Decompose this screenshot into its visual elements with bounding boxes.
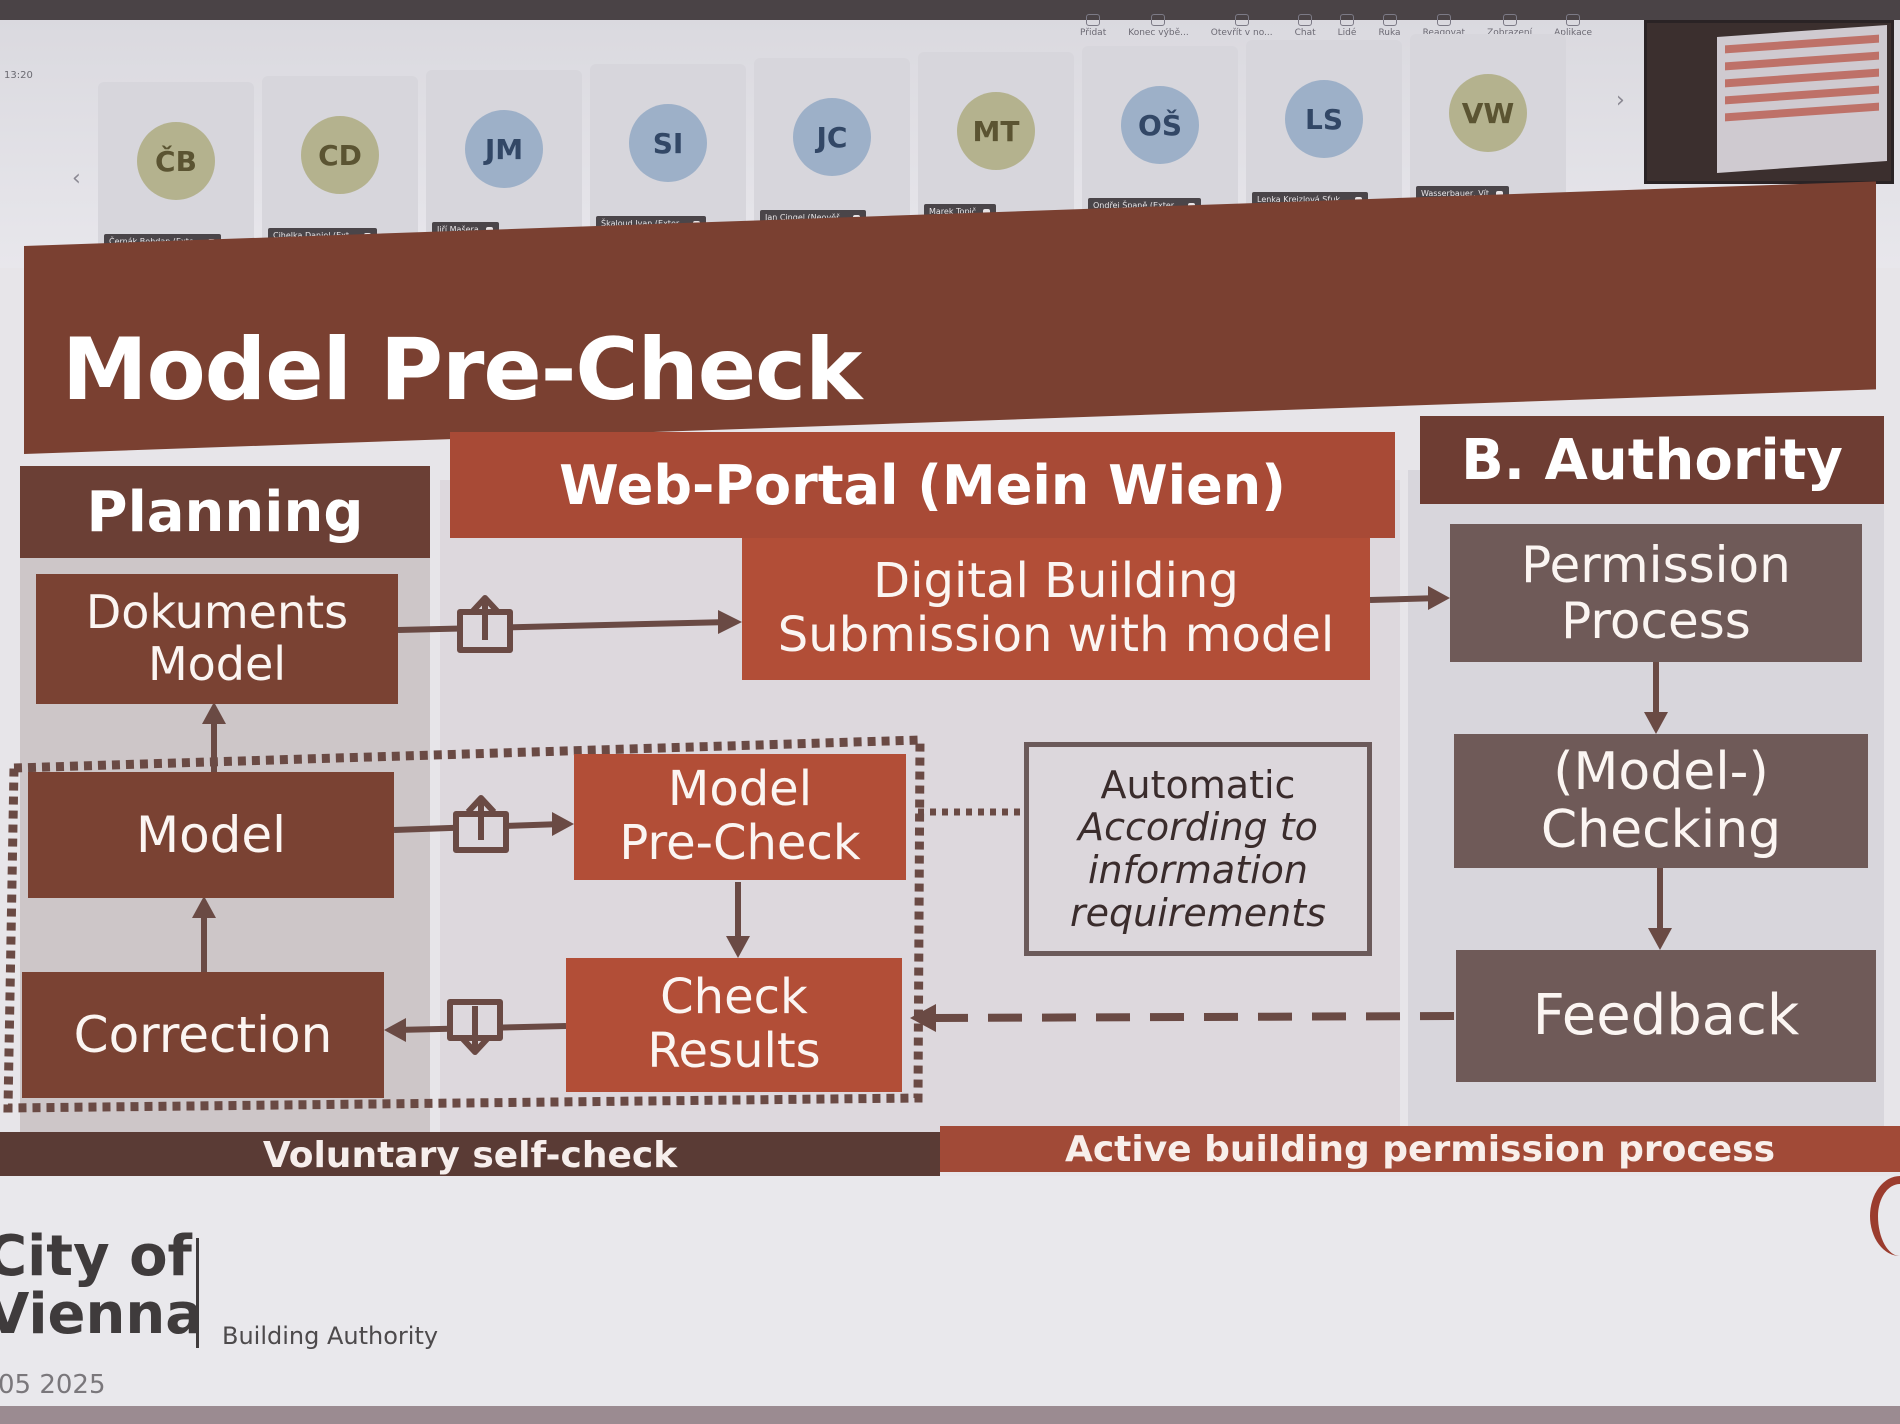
toolbar-label: Aplikace — [1554, 28, 1593, 38]
toolbar-item[interactable]: Otevřít v no... — [1211, 14, 1273, 38]
logo-line-2: Vienna — [0, 1282, 204, 1348]
toolbar-icon — [1436, 14, 1451, 26]
participant-tile[interactable]: ČBČernák Bohdan (Exte... — [98, 82, 254, 262]
participant-avatar: VW — [1449, 74, 1527, 152]
slide-footer-area — [0, 1176, 1900, 1424]
meeting-toolbar: Přidat Konec výbě... Otevřít v no... Chat Li… — [1080, 2, 1592, 38]
participant-avatar: CD — [301, 116, 379, 194]
authority-header: B. Authority — [1420, 416, 1884, 504]
participant-avatar: JC — [793, 98, 871, 176]
corner-decoration — [1870, 1176, 1900, 1256]
permission-process-box: Permission Process — [1450, 524, 1862, 662]
toolbar-item[interactable]: Chat — [1295, 14, 1316, 38]
toolbar-icon — [1151, 14, 1166, 26]
slide-title: Model Pre-Check — [62, 320, 862, 420]
participant-tile[interactable]: SIŠkaloud Ivan (Exter... — [590, 64, 746, 244]
toolbar-label: Chat — [1294, 28, 1316, 38]
toolbar-icon — [1502, 14, 1517, 26]
prev-participants-arrow[interactable]: ‹ — [72, 166, 81, 191]
toolbar-label: Lidé — [1337, 28, 1357, 38]
correction-box: Correction — [22, 972, 384, 1098]
feedback-box: Feedback — [1456, 950, 1876, 1082]
portal-header: Web-Portal (Mein Wien) — [450, 432, 1395, 538]
dokuments-model-box: Dokuments Model — [36, 574, 398, 704]
shared-screen-thumbnail[interactable] — [1644, 20, 1894, 184]
participant-avatar: LS — [1285, 80, 1363, 158]
participant-tile[interactable]: CDCihelka Daniel (Ext... — [262, 76, 418, 256]
planning-header: Planning — [20, 466, 430, 558]
voluntary-self-check-label: Voluntary self-check — [0, 1132, 940, 1178]
next-participants-arrow[interactable]: › — [1616, 88, 1625, 113]
slide-date: 05 2025 — [0, 1370, 106, 1400]
toolbar-icon — [1382, 14, 1397, 26]
toolbar-label: Zobrazení — [1487, 28, 1533, 38]
screen-bottom-edge — [0, 1406, 1900, 1424]
auto-line-2: According to — [1078, 805, 1318, 850]
model-checking-box: (Model-) Checking — [1454, 734, 1868, 868]
toolbar-item[interactable]: Konec výbě... — [1128, 14, 1189, 38]
building-authority-label: Building Authority — [222, 1322, 439, 1350]
toolbar-label: Konec výbě... — [1128, 28, 1189, 38]
auto-line-3: information — [1088, 848, 1308, 892]
toolbar-icon — [1298, 14, 1313, 26]
participant-avatar: SI — [629, 104, 707, 182]
toolbar-label: Přidat — [1080, 28, 1107, 38]
toolbar-label: Otevřít v no... — [1210, 28, 1273, 38]
thumbnail-content — [1717, 25, 1887, 173]
toolbar-item[interactable]: Lidé — [1337, 14, 1357, 38]
toolbar-icon — [1086, 14, 1101, 26]
window-top-edge — [0, 0, 1900, 20]
toolbar-label: Reagovat — [1422, 28, 1466, 38]
toolbar-item[interactable]: Aplikace — [1554, 14, 1592, 38]
toolbar-item[interactable]: Reagovat — [1422, 14, 1466, 38]
toolbar-icon — [1340, 14, 1355, 26]
participant-avatar: OŠ — [1121, 86, 1199, 164]
city-of-vienna-logo: City of Vienna — [0, 1224, 204, 1348]
meeting-clock: 13:20 — [4, 70, 33, 81]
check-results-box: Check Results — [566, 958, 902, 1092]
participant-avatar: ČB — [137, 122, 215, 200]
model-precheck-box: Model Pre-Check — [574, 754, 906, 880]
active-permission-process-label: Active building permission process — [940, 1126, 1900, 1172]
participant-avatar: JM — [465, 110, 543, 188]
logo-line-1: City of — [0, 1224, 192, 1289]
toolbar-item[interactable]: Zobrazení — [1487, 14, 1532, 38]
toolbar-icon — [1234, 14, 1249, 26]
toolbar-icon — [1566, 14, 1581, 26]
automatic-check-note: Automatic According to information requi… — [1024, 742, 1372, 956]
model-box: Model — [28, 772, 394, 898]
participant-avatar: MT — [957, 92, 1035, 170]
toolbar-item[interactable]: Ruka — [1378, 14, 1401, 38]
digital-submission-box: Digital Building Submission with model — [742, 538, 1370, 680]
logo-divider — [196, 1238, 199, 1348]
toolbar-label: Ruka — [1378, 28, 1401, 38]
toolbar-item[interactable]: Přidat — [1080, 14, 1106, 38]
auto-line-1: Automatic — [1100, 762, 1296, 807]
auto-line-4: requirements — [1070, 890, 1326, 935]
